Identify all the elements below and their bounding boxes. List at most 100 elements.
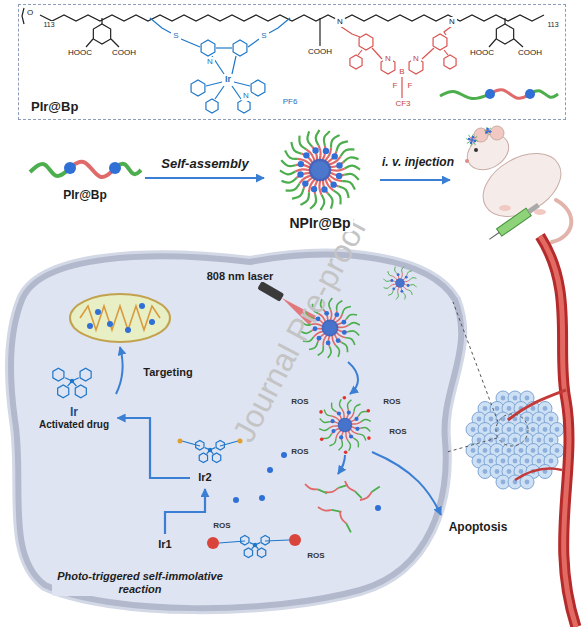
molecule-sketch xyxy=(53,368,91,398)
micelle xyxy=(484,127,492,135)
peg-strand xyxy=(354,438,359,447)
hydrophobic-strand xyxy=(340,511,346,523)
peg-strand xyxy=(345,166,360,170)
iridium-ball xyxy=(336,338,341,343)
tumor-nucleus xyxy=(507,469,512,474)
bond xyxy=(22,8,24,24)
ring xyxy=(251,80,265,96)
ring xyxy=(75,385,86,398)
bond xyxy=(216,47,232,48)
process-arrow xyxy=(145,177,264,179)
iridium-ball xyxy=(405,276,408,279)
ring xyxy=(350,55,362,69)
tumor-nucleus xyxy=(549,438,554,443)
atom-label: HOOC xyxy=(66,48,94,57)
bond xyxy=(182,441,200,446)
peg-strand xyxy=(361,428,370,432)
atom-label: S xyxy=(259,31,268,40)
atom-label: B xyxy=(397,67,406,76)
peg-strand xyxy=(310,194,316,208)
process-arrow xyxy=(348,362,358,394)
peg-strand xyxy=(320,419,329,423)
tumor-nucleus xyxy=(501,459,506,464)
peg-strand xyxy=(281,178,296,183)
hydrophobic-strand xyxy=(401,273,403,280)
tumor-nucleus xyxy=(495,469,500,474)
peg-strand xyxy=(339,441,343,450)
iridium-ball xyxy=(331,419,335,423)
node-text: NPIr@Bp xyxy=(287,215,352,232)
drug-dot xyxy=(107,321,113,327)
iridium-ball xyxy=(341,320,346,325)
atom-label: N xyxy=(335,17,345,26)
tumor-cell xyxy=(538,465,552,479)
iridium-ball xyxy=(64,162,76,174)
hydrophobic-strand xyxy=(404,280,410,282)
peg-strand xyxy=(474,143,475,145)
bond xyxy=(150,18,171,33)
ros-dot xyxy=(367,409,371,413)
polymer-backbone xyxy=(40,15,544,21)
iridium-ball xyxy=(330,181,336,187)
mouse-tail xyxy=(552,200,571,242)
bond xyxy=(248,39,259,47)
tumor-nucleus xyxy=(495,448,500,453)
peg-strand xyxy=(281,160,295,166)
iridium-ball xyxy=(339,435,343,439)
iridium-ball xyxy=(355,427,359,431)
tumor-nucleus xyxy=(489,417,494,422)
peg-strand xyxy=(307,131,312,146)
peg-strand xyxy=(319,428,329,430)
tumor-nucleus xyxy=(537,417,542,422)
iridium-ball xyxy=(326,340,331,345)
peg-strand xyxy=(348,400,352,409)
polymer-chain-art xyxy=(30,162,141,177)
iridium-ball xyxy=(400,290,403,293)
photosensitizer-ball xyxy=(289,534,301,546)
vessel-wall xyxy=(540,236,576,627)
polymer-chain: PIr@Bp xyxy=(25,152,145,204)
peg-strand xyxy=(490,128,491,129)
ring xyxy=(257,548,265,558)
hydrophobic-strand xyxy=(348,430,354,439)
tumor-nucleus xyxy=(483,469,488,474)
drug-dot xyxy=(149,319,155,325)
peg-strand xyxy=(318,345,324,355)
peg-strand xyxy=(403,293,405,299)
peg-strand xyxy=(334,191,341,205)
tumor-nucleus xyxy=(489,459,494,464)
peg-segment xyxy=(30,164,70,176)
peg-strand xyxy=(484,130,485,132)
drug-dot xyxy=(233,497,239,503)
iridium-ball xyxy=(407,284,410,287)
peg-strand xyxy=(488,133,489,135)
syringe-barrel xyxy=(497,208,532,236)
ring xyxy=(93,24,110,44)
peg-strand xyxy=(328,194,333,209)
ros-label: ROS xyxy=(305,551,326,560)
iridium-ball xyxy=(473,139,476,142)
peg-strand xyxy=(344,174,358,180)
iridium-ball xyxy=(334,312,339,317)
peg-strand xyxy=(410,278,416,280)
bond xyxy=(444,26,452,35)
hydrophobic-strand xyxy=(325,488,338,492)
mouse-eye xyxy=(474,148,478,152)
iridium-ball xyxy=(525,89,535,99)
ring xyxy=(238,99,250,113)
peg-strand xyxy=(316,130,320,145)
capillary xyxy=(515,468,562,480)
process-arrow xyxy=(118,418,191,478)
ros-dot xyxy=(367,436,371,440)
tumor-nucleus xyxy=(549,459,554,464)
mouse-foot xyxy=(534,209,546,215)
tumor-nucleus xyxy=(501,417,506,422)
node-text: PIr@Bp xyxy=(61,188,109,202)
ros-dot xyxy=(319,410,323,414)
peg-strand xyxy=(395,267,397,273)
drug-intermediate: Ir2 xyxy=(190,467,220,489)
micelle xyxy=(280,130,360,210)
iridium-ball xyxy=(485,89,495,99)
ring xyxy=(206,99,218,113)
tumor-nucleus xyxy=(531,427,536,432)
